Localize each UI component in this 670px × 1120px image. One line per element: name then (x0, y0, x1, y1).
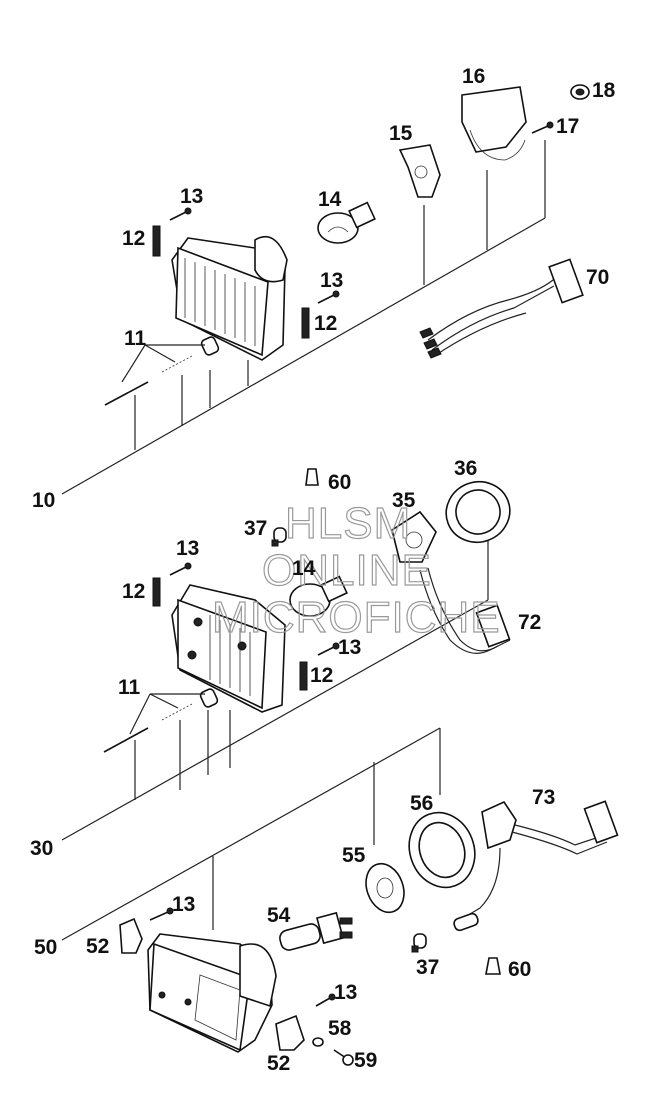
watermark-line-2: ONLINE (262, 546, 432, 595)
callout-13: 13 (320, 269, 343, 292)
callout-30: 30 (30, 837, 53, 860)
bulb-14-top (317, 201, 376, 244)
callout-72: 72 (518, 611, 541, 634)
cap-60-mid (305, 468, 319, 486)
harness-73 (453, 800, 619, 932)
bulb-14-mid (289, 575, 348, 617)
callout-13: 13 (176, 537, 199, 560)
callout-60: 60 (328, 471, 351, 494)
bracket-52-a (119, 917, 143, 954)
callout-56: 56 (410, 792, 433, 815)
assembly-10 (61, 84, 590, 495)
nut-12-d (299, 661, 308, 691)
callout-17: 17 (556, 115, 579, 138)
harness-70 (419, 258, 584, 359)
headlamp-housing-50 (147, 933, 277, 1053)
callout-55: 55 (342, 844, 366, 867)
callout-52: 52 (267, 1052, 290, 1075)
callout-37: 37 (416, 956, 439, 979)
watermark-line-3: MICROFICHE (212, 593, 501, 642)
callout-13: 13 (334, 981, 357, 1004)
callout-14: 14 (292, 557, 316, 580)
callout-12: 12 (122, 580, 145, 603)
bracket-15 (398, 144, 441, 198)
callout-labels: 10 11 12 13 12 13 14 15 16 17 18 70 30 1… (30, 65, 616, 1075)
callout-11: 11 (124, 327, 147, 350)
callout-16: 16 (462, 65, 485, 88)
retainer-55 (365, 862, 405, 914)
callout-12: 12 (310, 664, 333, 687)
bulb-37-bottom (411, 933, 427, 953)
callout-70: 70 (586, 266, 609, 289)
callout-12: 12 (314, 312, 337, 335)
watermark: HLSM ONLINE MICROFICHE (211, 498, 501, 642)
bolt-59 (333, 1049, 354, 1066)
screw-13-f (315, 993, 336, 1007)
screw-13-b (317, 290, 340, 304)
callout-11: 11 (118, 676, 141, 699)
callout-15: 15 (389, 122, 413, 145)
screw-13-e (149, 907, 174, 921)
assembly-50 (61, 727, 619, 1066)
socket-35 (391, 510, 437, 563)
callout-18: 18 (592, 79, 616, 102)
screw-13-a (169, 207, 192, 221)
callout-50: 50 (34, 936, 57, 959)
screw-13-c (169, 562, 192, 576)
callout-59: 59 (354, 1049, 377, 1072)
callout-60: 60 (508, 958, 531, 981)
callout-52: 52 (86, 935, 109, 958)
callout-36: 36 (454, 457, 477, 480)
adjuster-11-mid (103, 688, 219, 753)
washer-58 (312, 1037, 324, 1047)
callout-14: 14 (318, 188, 342, 211)
callout-37: 37 (244, 517, 267, 540)
grommet-18 (570, 84, 590, 100)
adjuster-11-top (104, 336, 220, 406)
watermark-line-1: HLSM (285, 499, 411, 548)
callout-54: 54 (267, 904, 291, 927)
assembly-30 (61, 468, 511, 841)
callout-13: 13 (172, 893, 195, 916)
callout-13: 13 (338, 636, 361, 659)
callout-58: 58 (328, 1017, 352, 1040)
ring-36 (445, 480, 511, 544)
callout-73: 73 (532, 786, 555, 809)
harness-72 (419, 567, 511, 654)
cap-60-bottom (485, 957, 501, 975)
nut-12-b (301, 307, 310, 339)
headlamp-housing-10 (171, 235, 288, 361)
nut-12-a (152, 225, 161, 257)
headlamp-housing-30 (171, 584, 286, 713)
socket-16 (461, 86, 527, 153)
bulb-54 (279, 911, 353, 951)
bracket-52-b (275, 1014, 305, 1051)
screw-17 (531, 121, 554, 134)
screw-13-d (317, 642, 340, 656)
nut-12-c (152, 577, 161, 607)
bulb-37-mid (271, 527, 287, 547)
callout-12: 12 (122, 227, 145, 250)
callout-13: 13 (180, 185, 203, 208)
callout-10: 10 (32, 489, 55, 512)
callout-35: 35 (392, 489, 416, 512)
ring-56 (408, 811, 476, 889)
